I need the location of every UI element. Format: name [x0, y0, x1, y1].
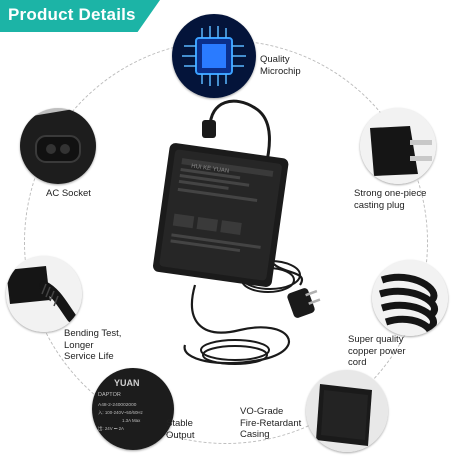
microchip-icon: [172, 14, 256, 98]
plug-label: Strong one-piece casting plug: [354, 188, 427, 211]
output-line2: 入: 100-240V~50/60Hz: [98, 410, 143, 415]
bending-test-icon: [6, 256, 82, 332]
casing-label: VO-Grade Fire-Retardant Casing: [240, 406, 302, 440]
output-label-icon: YUAN DAPTOR A48-2-240002000 入: 100-240V~…: [92, 368, 174, 450]
coiled-cord-icon: [372, 260, 448, 336]
product-details-banner: [0, 0, 160, 32]
cord-label: Super quality copper power cord: [348, 334, 406, 368]
ac-socket-icon: [20, 108, 96, 184]
power-adapter-image: HUI KE YUAN: [140, 90, 340, 380]
output-line3: 1.3A Max: [122, 418, 141, 423]
output-line1: A48-2-240002000: [98, 402, 137, 408]
output-label: Stable Output: [166, 418, 195, 441]
adapter-brand-text: HUI KE YUAN: [191, 163, 230, 174]
plug-icon: [360, 108, 436, 184]
output-brand-text: YUAN: [114, 378, 140, 388]
output-line4: 出: 24V ⎓ 2A: [98, 425, 124, 432]
ac-socket-label: AC Socket: [46, 188, 91, 199]
bending-test-label: Bending Test, Longer Service Life: [64, 328, 122, 362]
banner-title: Product Details: [8, 5, 136, 24]
microchip-label: Quality Microchip: [260, 54, 301, 77]
casing-icon: [306, 370, 388, 452]
output-model-text: DAPTOR: [98, 392, 121, 398]
